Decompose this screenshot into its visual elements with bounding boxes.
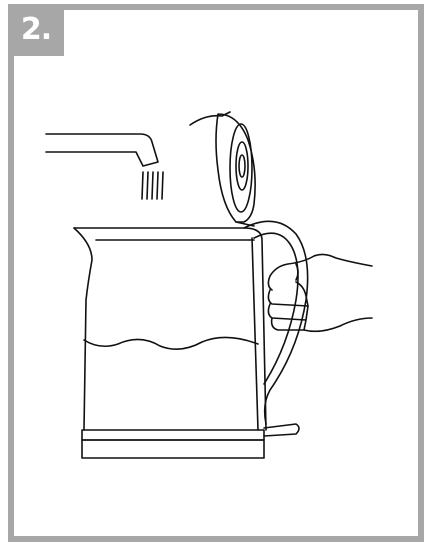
kettle-body bbox=[74, 228, 266, 458]
water-stream bbox=[142, 172, 163, 199]
faucet bbox=[46, 134, 158, 166]
kettle-lid-open bbox=[190, 112, 255, 226]
hand bbox=[268, 254, 372, 331]
kettle-handle bbox=[244, 221, 308, 424]
power-base bbox=[264, 424, 299, 436]
